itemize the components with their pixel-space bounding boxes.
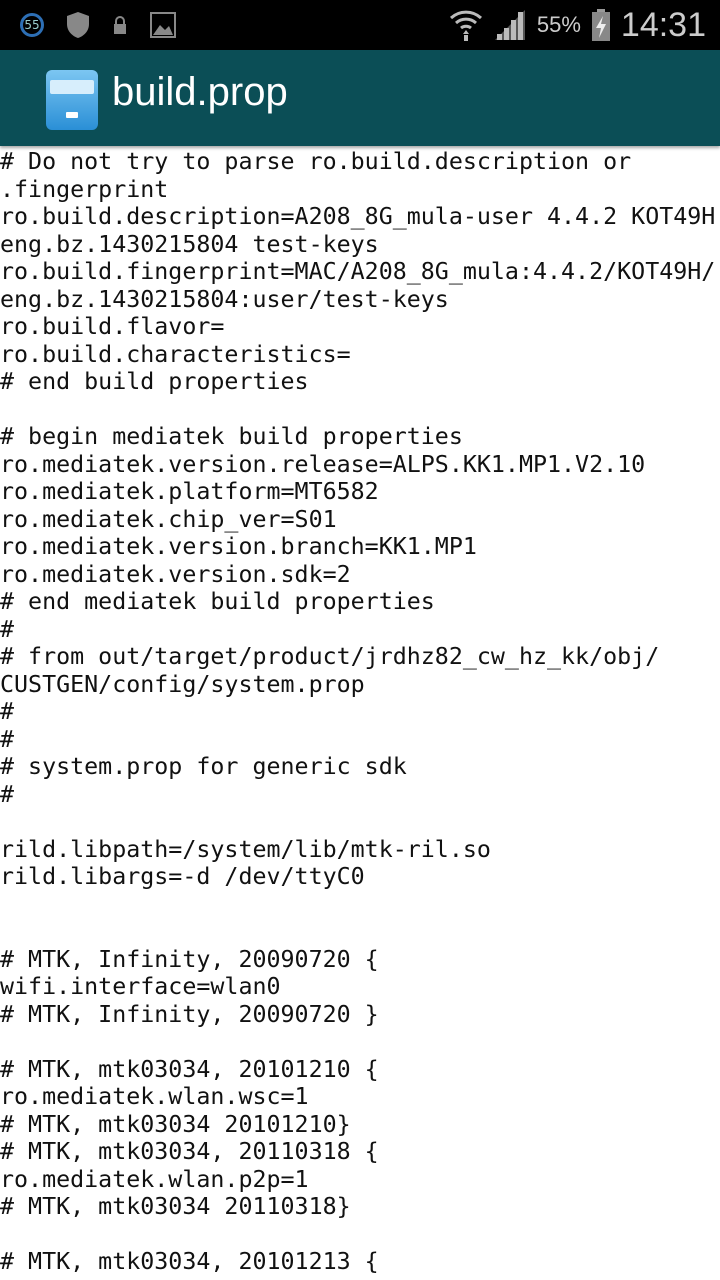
shield-icon xyxy=(67,12,89,38)
action-bar: build.prop xyxy=(0,50,720,146)
text-line: ro.mediatek.version.branch=KK1.MP1 xyxy=(0,533,477,560)
text-line: # MTK, mtk03034, 20101210 { xyxy=(0,1055,379,1083)
text-line: # xyxy=(0,725,15,753)
text-line: # xyxy=(0,698,15,725)
text-line: ro.build.description=A208_8G_mula-user 4… xyxy=(0,203,716,230)
file-title: build.prop xyxy=(112,70,288,114)
text-line: # xyxy=(0,615,15,643)
text-line: eng.bz.1430215804:user/test-keys xyxy=(0,285,449,313)
text-line: # MTK, mtk03034 20101210} xyxy=(0,1110,351,1138)
text-line: # MTK, Infinity, 20090720 { xyxy=(0,945,379,973)
battery-percent: 55% xyxy=(536,12,581,37)
text-line xyxy=(0,1028,720,1056)
text-line: # system.prop for generic sdk xyxy=(0,753,407,780)
lock-icon xyxy=(114,16,126,34)
text-line: wifi.interface=wlan0 xyxy=(0,973,281,1000)
text-line: eng.bz.1430215804 test-keys xyxy=(0,230,379,258)
text-line: ro.build.characteristics= xyxy=(0,340,351,368)
text-line xyxy=(0,808,720,836)
text-line: # begin mediatek build properties xyxy=(0,423,463,450)
text-line xyxy=(0,396,720,424)
clock: 14:31 xyxy=(620,5,706,44)
text-line: ro.mediatek.wlan.p2p=1 xyxy=(0,1165,309,1193)
text-line: ro.mediatek.platform=MT6582 xyxy=(0,478,379,505)
text-line: # xyxy=(0,780,15,808)
status-bar: 55 55% 14:31 xyxy=(0,0,720,50)
text-line: .fingerprint xyxy=(0,175,169,203)
text-line: ro.build.flavor= xyxy=(0,313,225,340)
text-line xyxy=(0,918,720,946)
battery-charging-icon xyxy=(591,9,610,41)
text-line: # end mediatek build properties xyxy=(0,588,435,615)
text-line: # from out/target/product/jrdhz82_cw_hz_… xyxy=(0,643,660,670)
image-icon xyxy=(150,12,176,38)
file-text-content[interactable]: # Do not try to parse ro.build.descripti… xyxy=(0,148,720,1276)
text-line: CUSTGEN/config/system.prop xyxy=(0,670,365,698)
text-line: # MTK, mtk03034, 20110318 { xyxy=(0,1138,379,1165)
text-line xyxy=(0,891,720,919)
text-line: ro.mediatek.chip_ver=S01 xyxy=(0,505,337,533)
text-line: ro.mediatek.version.sdk=2 xyxy=(0,560,351,588)
text-line: ro.mediatek.wlan.wsc=1 xyxy=(0,1083,309,1110)
text-line: # end build properties xyxy=(0,368,309,395)
text-line: rild.libargs=-d /dev/ttyC0 xyxy=(0,863,365,890)
wifi-icon xyxy=(449,10,482,41)
text-line: # MTK, mtk03034 20110318} xyxy=(0,1193,351,1220)
text-line: # Do not try to parse ro.build.descripti… xyxy=(0,148,632,175)
text-line: ro.build.fingerprint=MAC/A208_8G_mula:4.… xyxy=(0,258,716,285)
text-line: ro.mediatek.version.release=ALPS.KK1.MP1… xyxy=(0,450,646,478)
text-line: # MTK, Infinity, 20090720 } xyxy=(0,1000,379,1028)
text-line: rild.libpath=/system/lib/mtk-ril.so xyxy=(0,835,491,863)
notification-count-icon: 55 xyxy=(20,13,44,37)
signal-icon xyxy=(494,10,525,40)
file-cabinet-app-icon[interactable] xyxy=(46,70,98,130)
text-line xyxy=(0,1221,720,1249)
text-line: # MTK, mtk03034, 20101213 { xyxy=(0,1248,379,1275)
